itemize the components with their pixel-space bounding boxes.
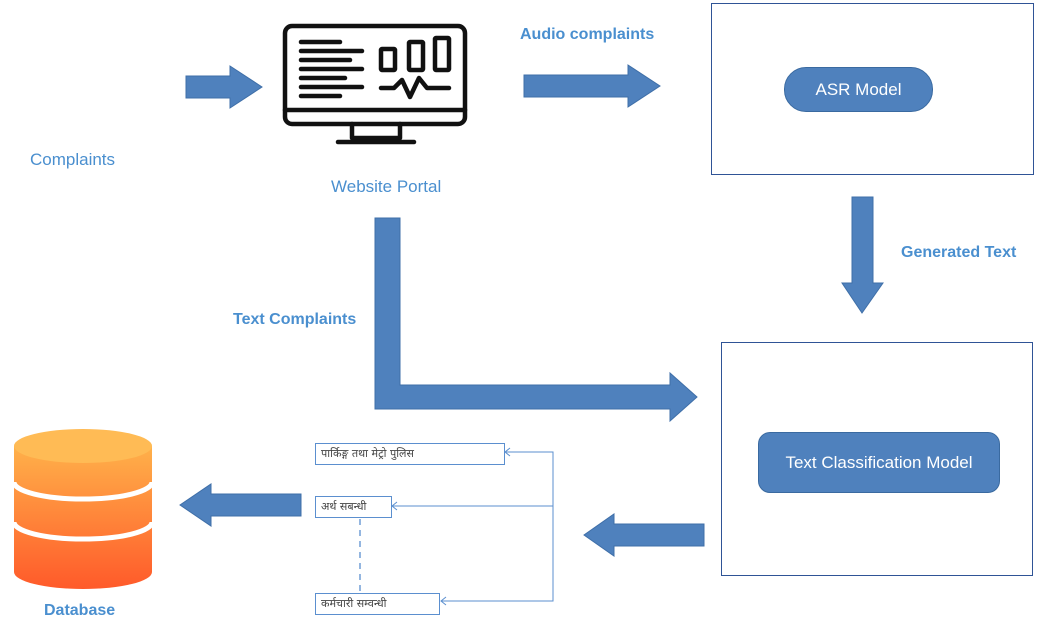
category-finance: अर्थ सबन्धी xyxy=(315,496,392,518)
generated-text-arrow xyxy=(841,196,884,314)
complaints-arrow xyxy=(185,65,263,109)
complaints-label: Complaints xyxy=(30,150,116,169)
website-portal-label: Website Portal xyxy=(331,177,442,196)
classification-output-arrow xyxy=(583,513,705,557)
audio-complaints-label: Audio complaints xyxy=(520,26,655,43)
text-complaints-arrow xyxy=(374,217,698,423)
text-classification-model: Text Classification Model xyxy=(758,432,1000,493)
text-complaints-label: Text Complaints xyxy=(233,311,357,328)
database-icon xyxy=(11,429,155,589)
audio-complaints-arrow xyxy=(523,64,661,108)
category-staff: कर्मचारी सम्वन्धी xyxy=(315,593,440,615)
generated-text-label: Generated Text xyxy=(901,244,1017,261)
database-label: Database xyxy=(44,602,116,619)
asr-model: ASR Model xyxy=(784,67,933,112)
monitor-dashboard-icon xyxy=(282,23,468,145)
to-database-arrow xyxy=(179,483,302,527)
category-parking-metro-police: पार्किङ्ग तथा मेट्रो पुलिस xyxy=(315,443,505,465)
category-connectors xyxy=(391,447,554,606)
asr-model-container xyxy=(711,3,1034,175)
